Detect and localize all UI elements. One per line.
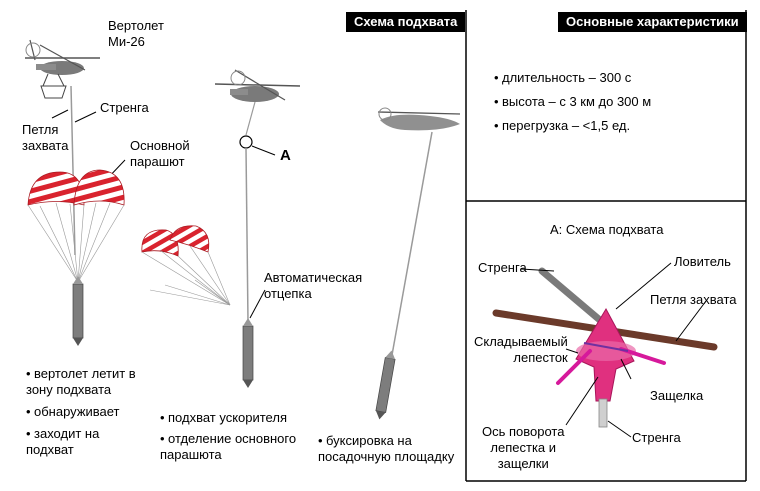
capture-detail-drawing (492, 262, 718, 438)
characteristic-item: •высота – с 3 км до 300 м (494, 94, 652, 109)
main-parachute-1-icon (27, 169, 125, 283)
detail-latch-label: Защелка (650, 388, 704, 403)
strenga-2 (245, 101, 256, 136)
stage2-note: •подхват ускорителя (160, 410, 287, 425)
stage1-note: •заходит на (26, 426, 100, 441)
detail-petal-right (619, 347, 666, 365)
booster-2-icon (242, 318, 254, 388)
detail-strenga-bottom-label: Стренга (632, 430, 681, 445)
characteristic-item: •перегрузка – <1,5 ед. (494, 118, 631, 133)
detail-loop-label: Петля захвата (650, 292, 737, 307)
stage1-note: зону подхвата (26, 382, 112, 397)
booster-3-icon (375, 350, 396, 420)
stage3-note: посадочную площадку (318, 449, 455, 464)
detail-petal-left (556, 349, 592, 385)
helicopter-2-icon (214, 69, 301, 102)
stage2-note: парашюта (160, 447, 222, 462)
stage1-note: подхват (26, 442, 74, 457)
scheme-header: Схема подхвата (346, 12, 466, 32)
point-a-label: А (280, 147, 291, 164)
capture-scheme-drawing (25, 39, 461, 420)
stage1-note: •обнаруживает (26, 404, 120, 419)
released-parachute-icon (141, 225, 231, 306)
stage2-note: •отделение основного (160, 431, 297, 446)
point-a-marker (239, 135, 253, 149)
detail-catcher-label: Ловитель (674, 254, 731, 269)
capture-loop-1-icon (40, 73, 67, 99)
helicopter-1-icon (25, 39, 100, 75)
strenga-3 (391, 131, 433, 356)
stage1-note: •вертолет летит в (26, 366, 136, 381)
strenga-label: Стренга (100, 100, 149, 115)
strenga-1 (70, 85, 76, 256)
detail-strenga-top (538, 267, 605, 325)
detail-strenga-top-label: Стренга (478, 260, 527, 275)
stage3-note: •буксировка на (318, 433, 412, 448)
helicopter-3-icon (377, 107, 461, 131)
booster-1-icon (72, 276, 84, 346)
characteristic-item: •длительность – 300 с (494, 70, 632, 85)
characteristics-header: Основные характеристики (558, 12, 747, 32)
detail-title: А: Схема подхвата (550, 222, 664, 237)
